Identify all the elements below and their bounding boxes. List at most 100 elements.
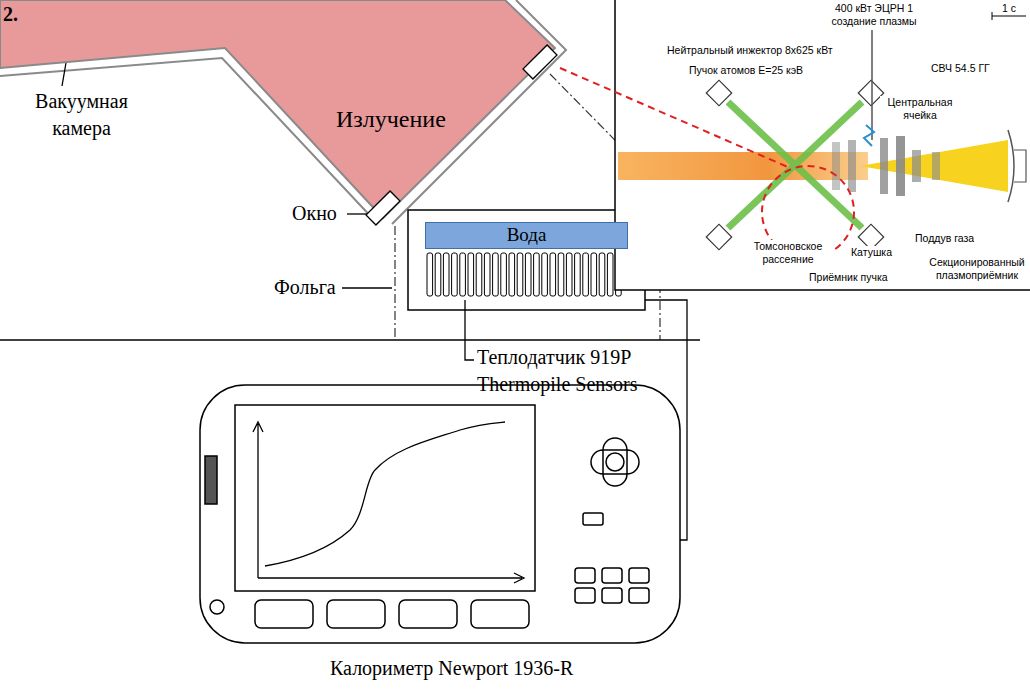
thermopile-elements [575, 253, 581, 296]
inset-label: Поддув газа [914, 232, 975, 245]
magnetic-coils [832, 142, 840, 190]
screen-plot [258, 573, 524, 583]
atom-beams [728, 102, 862, 228]
inset-label: Катушка [850, 246, 893, 259]
plasma-column [1008, 130, 1014, 202]
thermopile-elements [427, 253, 433, 296]
inset-frame [615, 0, 1030, 290]
calorimeter-device [200, 385, 680, 643]
thermopile-elements [460, 253, 466, 296]
magnetic-coils [932, 152, 940, 180]
inset-label: Нейтральный инжектор 8x625 кВт [666, 44, 834, 57]
beam-injectors [706, 80, 883, 249]
calorimeter-device [603, 474, 627, 486]
inset-frame [615, 0, 1030, 290]
inset-label: Пучок атомов E=25 кэВ [688, 64, 804, 77]
calorimeter-device [629, 588, 649, 603]
radiation-fill [0, 0, 555, 218]
leader-line [342, 287, 392, 288]
thermopile-elements [501, 253, 507, 296]
ecrh-line [864, 125, 874, 146]
ecrh-line [871, 30, 873, 140]
calorimeter-device [602, 588, 622, 603]
thermopile-elements [517, 253, 523, 296]
calorimeter-device [627, 450, 639, 474]
foil-line [394, 226, 395, 340]
scale-bar [992, 12, 993, 20]
part-label: Теплодатчик 919P Thermopile Sensors [477, 344, 667, 398]
thermopile-elements [468, 253, 474, 296]
device-caption: Калориметр Newport 1936-R [330, 655, 573, 682]
screen-plot [253, 422, 524, 583]
magnetic-coils [880, 138, 888, 194]
chamber-wall [0, 0, 566, 224]
scale-label: 1 с [1001, 2, 1017, 15]
inset-frame [615, 0, 1030, 290]
thomson-callout [560, 68, 790, 168]
thermopile-elements [484, 253, 490, 296]
inset-label: 400 кВт ЭЦРН 1 создание плазмы [812, 2, 936, 27]
plasma-column [1014, 150, 1026, 182]
window [366, 191, 400, 225]
thermopile-elements [566, 253, 572, 296]
thermopile-elements [534, 253, 540, 296]
figure-number: 2. [3, 1, 18, 28]
scale-bar [992, 16, 1026, 17]
inset-label: Томсоновское рассеяние [744, 240, 832, 265]
node-text: Вода [507, 225, 547, 246]
calorimeter-device [471, 600, 529, 628]
inset-label: Центральная ячейка [880, 96, 960, 121]
thermopile-elements [443, 253, 449, 296]
atom-beams [728, 102, 862, 228]
part-label: Вакуумная камера [14, 88, 149, 142]
ecrh-line [864, 30, 874, 146]
radiation-region: Излучение [0, 0, 570, 232]
node-text: Излучение [336, 106, 446, 132]
calorimeter-device [629, 568, 649, 583]
thermopile-elements [452, 253, 458, 296]
beam-injectors [706, 80, 731, 105]
inset-label: Секционированный плазмоприёмник [927, 256, 1027, 281]
beam-injectors [706, 224, 731, 249]
atom-beams [728, 102, 862, 228]
thermopile-elements [476, 253, 482, 296]
thermopile-elements [607, 253, 613, 296]
sensor-housing [408, 210, 645, 310]
screen-plot [265, 422, 505, 566]
thermopile-elements [558, 253, 564, 296]
calorimeter-device [602, 568, 622, 583]
plasma-column [618, 152, 868, 180]
inset-label: СВЧ 54.5 ГГ [930, 62, 991, 75]
thermopile-elements [525, 253, 531, 296]
inset-label: Приёмник пучка [808, 271, 889, 284]
calorimeter-device [606, 453, 624, 471]
calorimeter-device [399, 600, 457, 628]
thermopile-elements [550, 253, 556, 296]
calorimeter-device [255, 600, 313, 628]
thermopile-elements [509, 253, 515, 296]
thermopile-elements [493, 253, 499, 296]
water-band: Вода [425, 222, 628, 249]
thermopile-elements [427, 253, 621, 296]
leader-line [465, 300, 474, 360]
calorimeter-device [575, 568, 595, 583]
thermopile-elements [435, 253, 441, 296]
magnetic-coils [912, 150, 921, 182]
magnetic-coils [832, 136, 940, 196]
thermopile-elements [599, 253, 605, 296]
part-label: Фольга [274, 274, 336, 301]
calorimeter-device [235, 405, 535, 591]
ground-line [0, 339, 700, 341]
screen-plot [253, 422, 263, 578]
calorimeter-device [583, 513, 603, 525]
calorimeter-device [210, 600, 224, 614]
calorimeter-device [575, 588, 595, 603]
thermopile-elements [583, 253, 589, 296]
magnetic-coils [896, 136, 905, 196]
calorimeter-device [603, 438, 627, 450]
radiation-shape [0, 0, 570, 232]
calorimeter-device [205, 456, 217, 504]
thermopile-elements [591, 253, 597, 296]
calorimeter-device [327, 600, 385, 628]
